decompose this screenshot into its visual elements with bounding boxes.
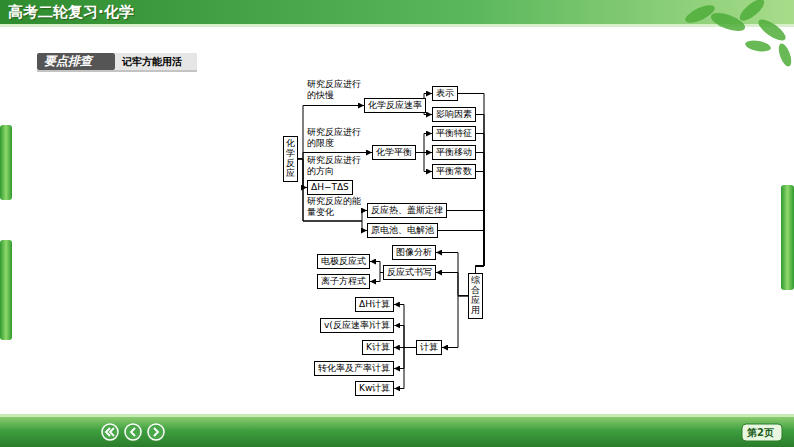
connector-arrow (436, 253, 468, 296)
concept-box: Kw计算 (355, 381, 394, 396)
box-text: 化学反应 (286, 139, 295, 179)
concept-box: 平衡常数 (432, 164, 476, 179)
concept-box: 化学反应速率 (364, 98, 426, 113)
concept-box: 平衡移动 (432, 145, 476, 160)
connector-arrow (416, 153, 432, 172)
box-text: 表示 (436, 88, 454, 99)
box-text: 综合应用 (471, 276, 480, 316)
concept-box: 平衡特征 (432, 126, 476, 141)
branch-label: 研究反应的能量变化 (307, 196, 361, 218)
connector-arrow (298, 106, 364, 159)
box-text: 反应式书写 (387, 267, 432, 278)
concept-box: 反应式书写 (383, 265, 436, 280)
concept-box: 图像分析 (392, 245, 436, 260)
connector-arrow (394, 326, 416, 348)
connector-arrow (394, 348, 416, 369)
connector-arrow (394, 348, 416, 389)
connector-arrow (370, 273, 383, 282)
connector-arrow (394, 305, 416, 348)
concept-box: 化学平衡 (372, 145, 416, 160)
connector-arrow (447, 211, 484, 274)
connector-arrow (476, 153, 485, 274)
vertical-box: 综合应用 (468, 273, 483, 319)
connector-arrow (436, 273, 468, 296)
slide-label: 记牢方能用活 (122, 55, 182, 68)
box-text: Kw计算 (359, 383, 390, 394)
slide-label: 第2页 (747, 426, 774, 439)
connector-arrow (370, 262, 383, 273)
branch-label: 研究反应进行的限度 (307, 127, 361, 149)
slide-title: 高考二轮复习·化学 (8, 3, 134, 22)
box-text: ΔH计算 (359, 299, 390, 310)
connector-arrow (438, 231, 484, 274)
connector-arrow (476, 134, 485, 274)
concept-box: 影响因素 (432, 107, 476, 122)
branch-label: 研究反应进行的方向 (307, 155, 361, 177)
branch-label: 研究反应进行的快慢 (307, 79, 361, 101)
box-text: 图像分析 (396, 247, 432, 258)
concept-box: 计算 (416, 340, 442, 355)
connector-arrow (476, 115, 485, 274)
box-text: 化学反应速率 (368, 100, 422, 111)
concept-box: v(反应速率)计算 (320, 318, 394, 333)
connector-arrow (416, 134, 432, 153)
concept-box: ΔH计算 (355, 297, 394, 312)
concept-box: 离子方程式 (317, 274, 370, 289)
connector-arrow (476, 172, 485, 274)
box-text: 原电池、电解池 (371, 225, 434, 236)
concept-box: 表示 (432, 86, 458, 101)
box-text: 电极反应式 (321, 256, 366, 267)
concept-box: 转化率及产率计算 (314, 361, 394, 376)
concept-box: ΔH−TΔS (307, 180, 353, 195)
box-text: v(反应速率)计算 (324, 320, 390, 331)
concept-box: 原电池、电解池 (367, 223, 438, 238)
box-text: K计算 (366, 342, 390, 353)
box-text: 转化率及产率计算 (318, 363, 390, 374)
box-text: 反应热、盖斯定律 (371, 205, 443, 216)
vertical-box: 化学反应 (283, 136, 298, 182)
box-text: 影响因素 (436, 109, 472, 120)
box-text: 平衡特征 (436, 128, 472, 139)
connector-arrow (442, 296, 468, 348)
box-text: 平衡常数 (436, 166, 472, 177)
concept-box: 电极反应式 (317, 254, 370, 269)
box-text: ΔH−TΔS (311, 182, 349, 193)
concept-box: 反应热、盖斯定律 (367, 203, 447, 218)
box-text: 平衡移动 (436, 147, 472, 158)
box-text: 计算 (420, 342, 438, 353)
slide-label: 要点排查 (44, 54, 92, 69)
box-text: 化学平衡 (376, 147, 412, 158)
box-text: 离子方程式 (321, 276, 366, 287)
concept-box: K计算 (362, 340, 394, 355)
